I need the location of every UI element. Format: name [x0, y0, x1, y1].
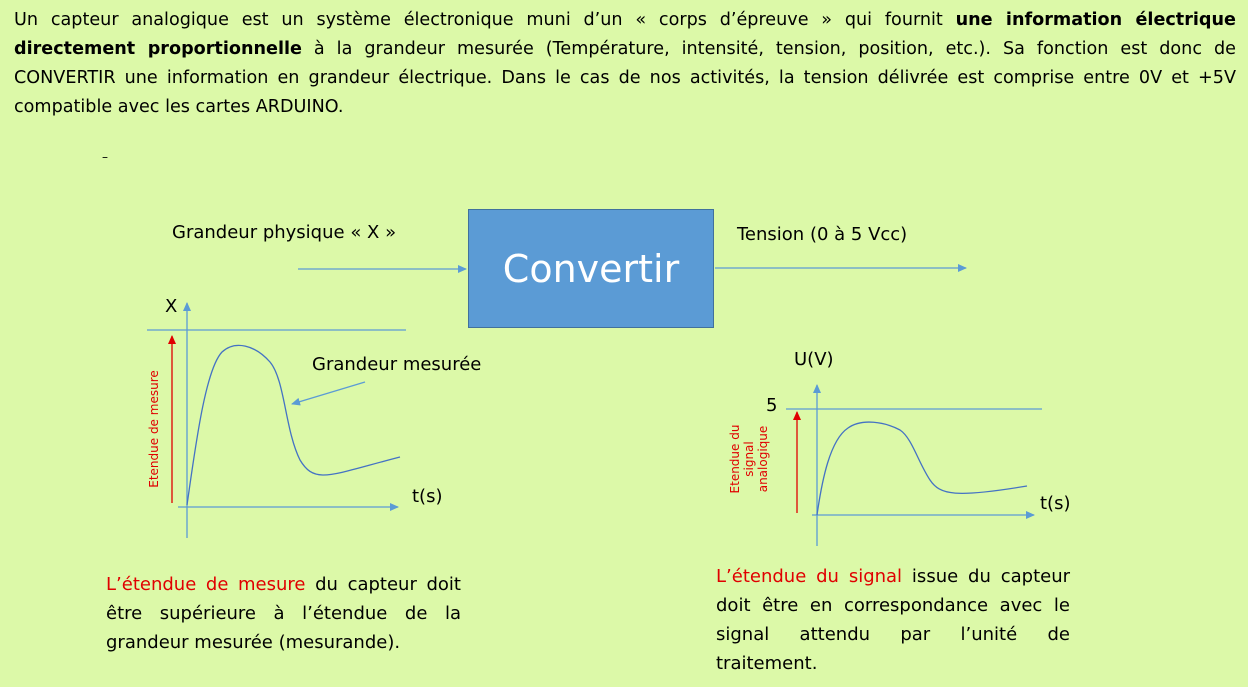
left-explanation-red: L’étendue de mesure — [106, 574, 306, 595]
right-signal-curve — [816, 421, 1028, 516]
right-range-label-line3: analogique — [756, 425, 770, 493]
intro-text-1: Un capteur analogique est un système éle… — [14, 10, 956, 30]
input-label: Grandeur physique « X » — [172, 222, 397, 243]
right-range-label-line1: Etendue du — [728, 424, 742, 494]
output-label: Tension (0 à 5 Vcc) — [737, 224, 908, 245]
left-explanation: L’étendue de mesure du capteur doit être… — [106, 570, 461, 657]
right-range-label: Etendue du signal analogique — [728, 409, 772, 509]
left-x-axis-label: t(s) — [412, 486, 443, 507]
curve-label: Grandeur mesurée — [312, 354, 482, 375]
stray-dash: – — [102, 150, 108, 164]
right-x-axis-label: t(s) — [1040, 493, 1071, 514]
convertir-box: Convertir — [468, 209, 714, 328]
intro-bold-text: une information électrique directement p… — [14, 10, 1236, 59]
intro-paragraph: Un capteur analogique est un système éle… — [14, 6, 1236, 122]
right-explanation-rest: issue du capteur doit être en correspond… — [716, 566, 1071, 674]
right-explanation: L’étendue du signal issue du capteur doi… — [716, 562, 1070, 678]
right-range-label-line2: signal — [742, 441, 756, 477]
intro-text-2: à la grandeur mesurée (Température, inte… — [14, 39, 1236, 117]
left-explanation-rest: du capteur doit être supérieure à l’éten… — [106, 574, 461, 653]
right-y-axis-label: U(V) — [794, 349, 834, 370]
left-y-axis-label: X — [165, 296, 178, 317]
right-explanation-red: L’étendue du signal — [716, 566, 903, 587]
left-measured-curve — [186, 344, 401, 506]
right-tick-5: 5 — [766, 395, 778, 416]
left-range-label: Etendue de mesure — [147, 370, 161, 488]
curve-label-pointer — [291, 381, 366, 406]
